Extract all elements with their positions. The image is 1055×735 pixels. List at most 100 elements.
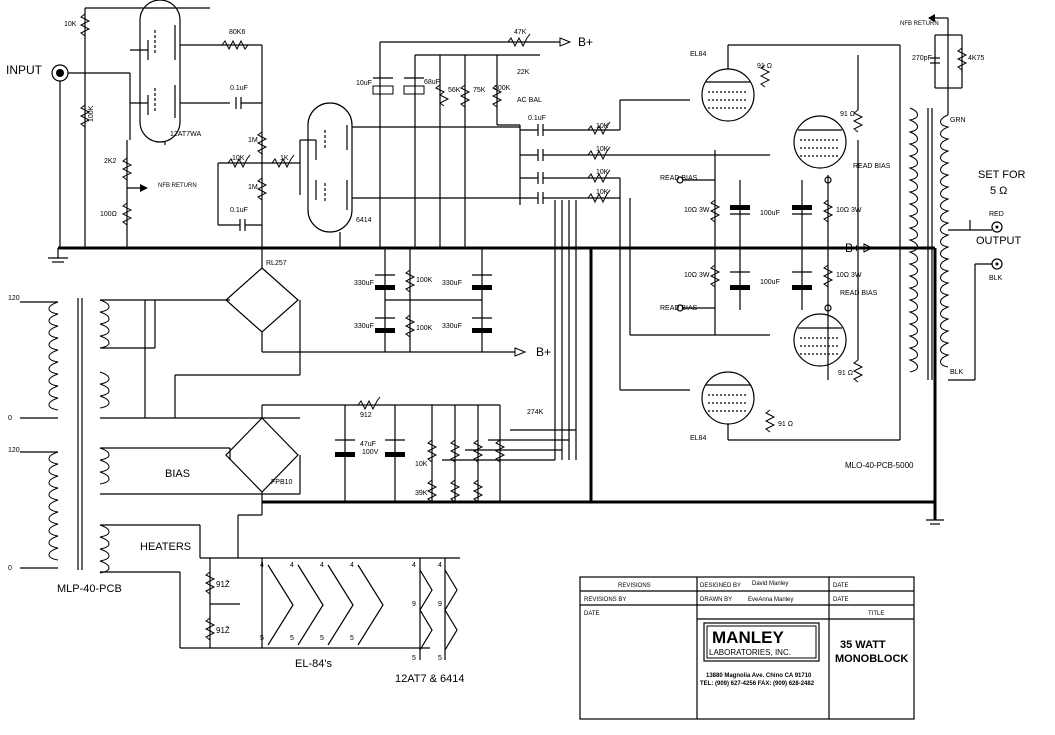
bias-label: BIAS [165,468,190,480]
c11-label: 330uF [354,323,374,330]
v100-label: 100V [362,449,379,456]
r11-label: 75K [473,87,486,94]
nfb-return-label-2: NFB RETURN [900,21,939,27]
read-bias-1: READ BIAS [660,175,698,182]
r8-label: 1K [280,155,289,162]
logo-sub: LABORATORIES, INC. [709,648,791,657]
pin4-b: 4 [290,562,294,569]
c12-label: 330uF [442,323,462,330]
mlp-label: MLP-40-PCB [57,583,122,595]
tb-drafter: EveAnna Manley [748,597,793,603]
tb-date-1: DATE [833,583,849,589]
c13-label: 47uF [360,441,376,448]
r21-label: 10Ω 3W [684,207,710,214]
ohms-label: 5 Ω [990,185,1007,197]
mlo-label: MLO-40-PCB-5000 [845,461,914,470]
c9-label: 330uF [354,280,374,287]
read-bias-4: READ BIAS [840,290,878,297]
r12-label: 200K [494,85,511,92]
v120-top: 120 [8,295,20,302]
r27-label: 4K75 [968,55,984,62]
tube-12at7wa-label: 12AT7WA [170,131,201,138]
c5-label: 0.1uF [528,115,546,122]
pin4-d: 4 [350,562,354,569]
pin4-c: 4 [320,562,324,569]
tb-revisions: REVISIONS [618,583,651,589]
r18-label: 10K [596,189,609,196]
r4-label: 2K2 [104,158,117,165]
b-plus-label-1: B+ [578,35,593,49]
v120-bottom: 120 [8,447,20,454]
r22-label: 10Ω 3W [836,207,862,214]
ac-bal-label: AC BAL [517,97,542,104]
r7-label: 10K [232,155,245,162]
r2-label: 100K [88,105,95,122]
pin4-e: 4 [412,562,416,569]
schematic-labels: INPUT 10K 100K 12AT7WA 80K6 0.1uF 2K2 NF… [6,21,1026,685]
r30-label: 912 [360,412,372,419]
pin5-b: 5 [290,635,294,642]
tb-address: 13880 Magnolia Ave. Chino CA 91710 [706,673,812,679]
c7-label: 100uF [760,279,780,286]
output-label: OUTPUT [976,235,1022,247]
title-block: REVISIONS REVISIONS BY DATE DESIGNED BY … [579,576,915,720]
red-label: RED [989,211,1004,218]
v0-top: 0 [8,415,12,422]
tb-designer: David Manley [752,581,788,587]
tb-title-line2: MONOBLOCK [835,653,908,665]
r9-label: 1M [248,184,258,191]
r6-label: 1M [248,137,258,144]
r1-label: 10K [64,21,77,28]
heaters-label: HEATERS [140,541,191,553]
b-plus-label-3: B+ [536,345,551,359]
nfb-return-label-1: NFB RETURN [158,183,197,189]
pin4-f: 4 [438,562,442,569]
blk-label-2: BLK [989,275,1003,282]
tb-title-label: TITLE [868,611,884,617]
r33-label: 39K [415,490,428,497]
r34-label: 91Ž [216,580,230,589]
r24-label: 10Ω 3W [836,272,862,279]
r10-label: 56K [448,87,461,94]
c10-label: 330uF [442,280,462,287]
tb-phone: TEL: (909) 627-4256 FAX: (909) 628-2482 [700,681,815,687]
r29-label: 100K [416,325,433,332]
c1-label: 0.1uF [230,85,248,92]
el84s-label: EL-84's [295,658,332,670]
el84-top-label: EL84 [690,51,706,58]
pin5-e: 5 [412,655,416,662]
r19-label: 91 Ω [757,63,772,70]
tb-revisions-by: REVISIONS BY [584,597,626,603]
pin9-b: 9 [438,601,442,608]
blk-label-1: BLK [950,369,964,376]
grn-label: GRN [950,117,966,124]
r15-label: 10K [596,123,609,130]
manley-logo: MANLEY LABORATORIES, INC. [703,622,820,662]
v0-bottom: 0 [8,565,12,572]
pin5-a: 5 [260,635,264,642]
pin4-a: 4 [260,562,264,569]
c2-label: 0.1uF [230,207,248,214]
r17-label: 10K [596,169,609,176]
c3-label: 10uF [356,80,372,87]
r3-label: 80K6 [229,29,245,36]
c4-label: 68uF [424,79,440,86]
read-bias-3: READ BIAS [660,305,698,312]
r28-label: 100K [416,277,433,284]
tb-designed-by: DESIGNED BY [700,583,741,589]
r26-label: 91 Ω [778,421,793,428]
r14-label: 22K [517,69,530,76]
tb-drawn-by: DRAWN BY [700,597,732,603]
logo-name: MANLEY [712,628,784,647]
r25-label: 91 Ω [838,370,853,377]
r35-label: 91Ž [216,626,230,635]
r20-label: 91 Ω [840,111,855,118]
pin9-a: 9 [412,601,416,608]
c6-label: 100uF [760,210,780,217]
read-bias-2: READ BIAS [853,163,891,170]
set-for-label: SET FOR [978,169,1026,181]
r23-label: 10Ω 3W [684,272,710,279]
rl257-label: RL257 [266,260,287,267]
el84-bottom-label: EL84 [690,435,706,442]
